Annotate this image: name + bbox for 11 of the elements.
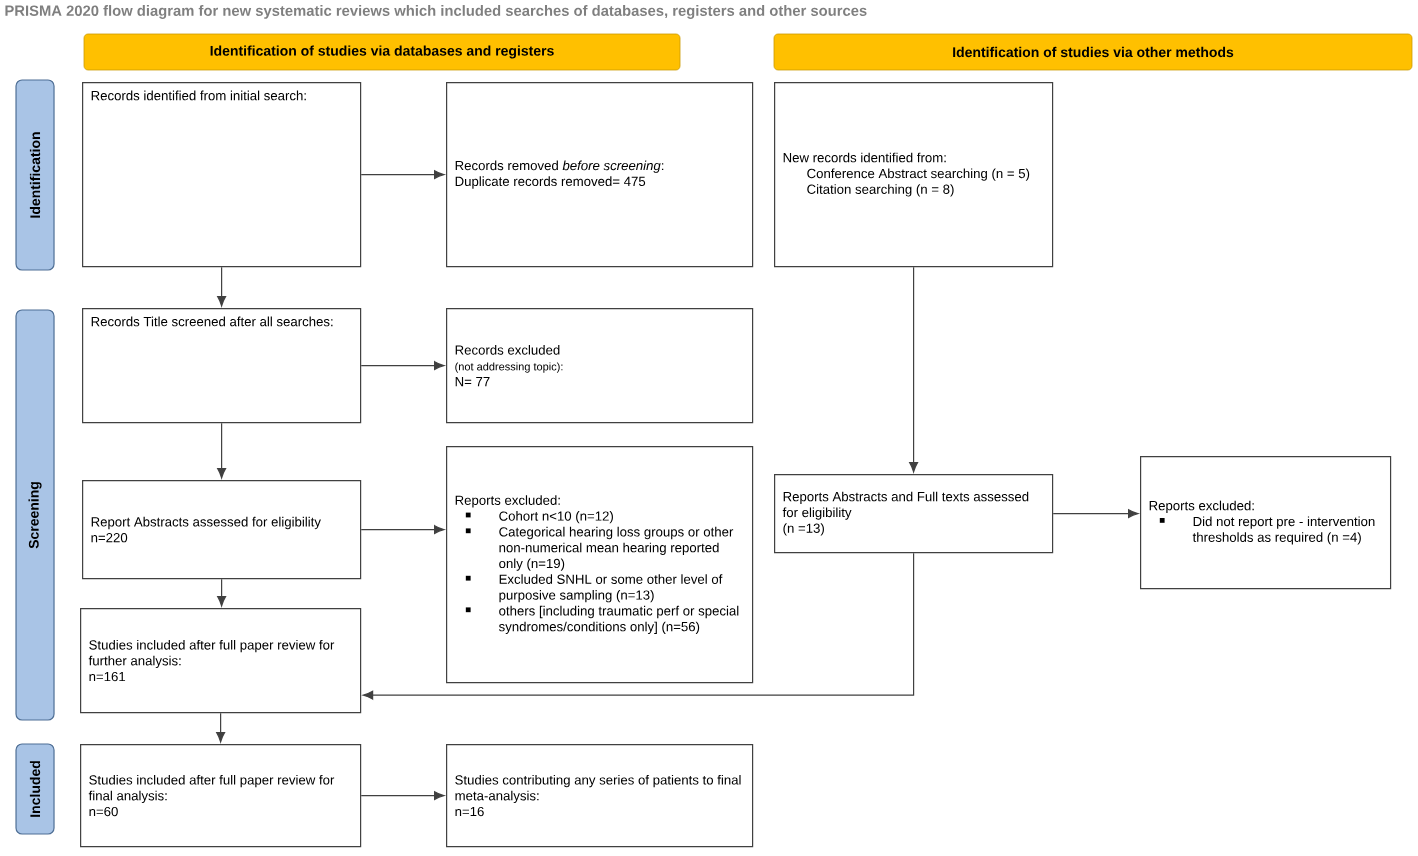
arrow: [216, 712, 226, 743]
arrow: [217, 266, 227, 307]
arrow: [360, 525, 445, 535]
arrow: [909, 266, 919, 473]
arrow: [360, 361, 445, 371]
arrow: [360, 170, 445, 180]
arrow: [1052, 509, 1139, 519]
arrow: [362, 552, 915, 700]
arrow: [217, 578, 227, 607]
arrow: [360, 791, 445, 801]
arrow: [217, 422, 227, 479]
